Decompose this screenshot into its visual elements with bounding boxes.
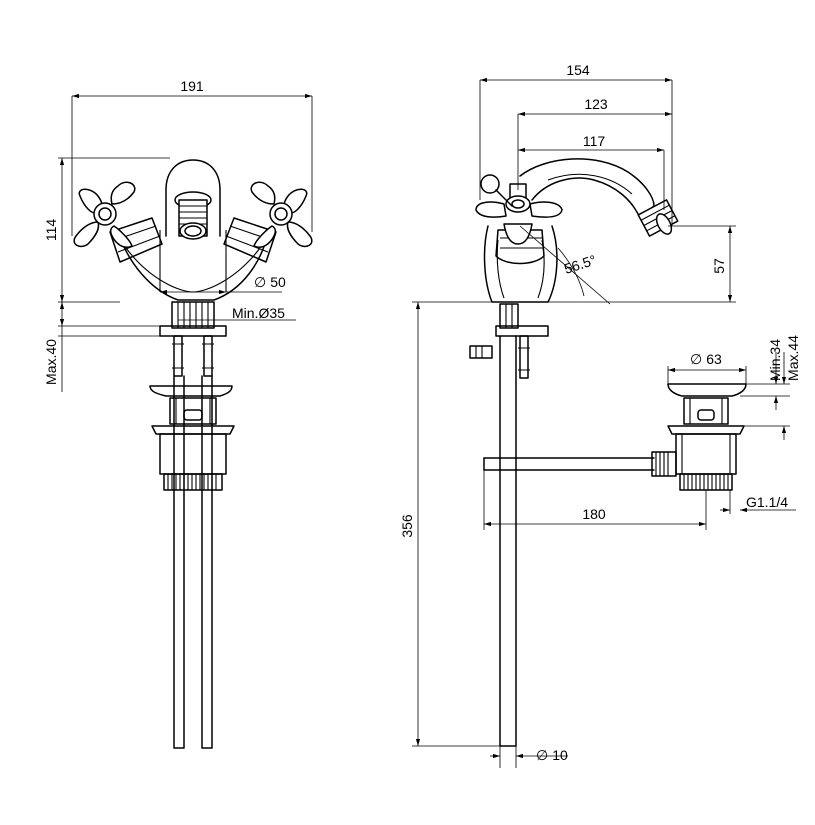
waste-view: ∅63 Min.34 Max.44 180 G1.1/4 bbox=[483, 335, 801, 530]
front-spout bbox=[165, 159, 221, 237]
dim-front-height: 114 bbox=[43, 219, 59, 242]
dim-front-width: 191 bbox=[180, 78, 204, 94]
dim-rod-length: 180 bbox=[582, 506, 606, 522]
dim-body-diameter: ∅50 bbox=[254, 274, 286, 290]
dim-reach-total: 154 bbox=[566, 62, 590, 78]
waste-diameter-symbol: ∅ bbox=[690, 351, 702, 367]
diameter-symbol: ∅ bbox=[254, 274, 266, 290]
dim-min-depth: Min.34 bbox=[767, 339, 783, 381]
pipe-diameter-symbol: ∅ bbox=[536, 747, 548, 763]
dim-max-depth: Max.44 bbox=[785, 335, 801, 381]
side-body bbox=[483, 225, 558, 303]
side-view: 154 123 117 56.5° 57 356 ∅10 bbox=[399, 62, 736, 768]
dim-total-height: 356 bbox=[399, 514, 415, 538]
front-body bbox=[117, 231, 269, 301]
dim-spout-height: 57 bbox=[711, 258, 727, 274]
waste-diameter-value: 63 bbox=[706, 351, 722, 367]
dim-thread: G1.1/4 bbox=[746, 494, 788, 510]
dim-min-hole: Min.Ø35 bbox=[232, 305, 285, 321]
right-cross-handle bbox=[250, 181, 313, 248]
pipe-diameter-value: 10 bbox=[552, 747, 568, 763]
front-view: 191 114 ∅50 Min.Ø35 Max.40 bbox=[43, 78, 313, 749]
dim-pipe-diameter: ∅10 bbox=[536, 747, 568, 763]
dim-reach-mid: 123 bbox=[584, 96, 608, 112]
dim-max-thickness: Max.40 bbox=[43, 339, 59, 385]
diameter-value: 50 bbox=[270, 274, 286, 290]
side-cross-handle bbox=[475, 174, 563, 245]
dim-waste-diameter: ∅63 bbox=[690, 351, 722, 367]
dim-spout-angle: 56.5° bbox=[562, 251, 598, 276]
left-cross-handle bbox=[73, 181, 136, 248]
dim-reach-spout: 117 bbox=[583, 133, 606, 149]
